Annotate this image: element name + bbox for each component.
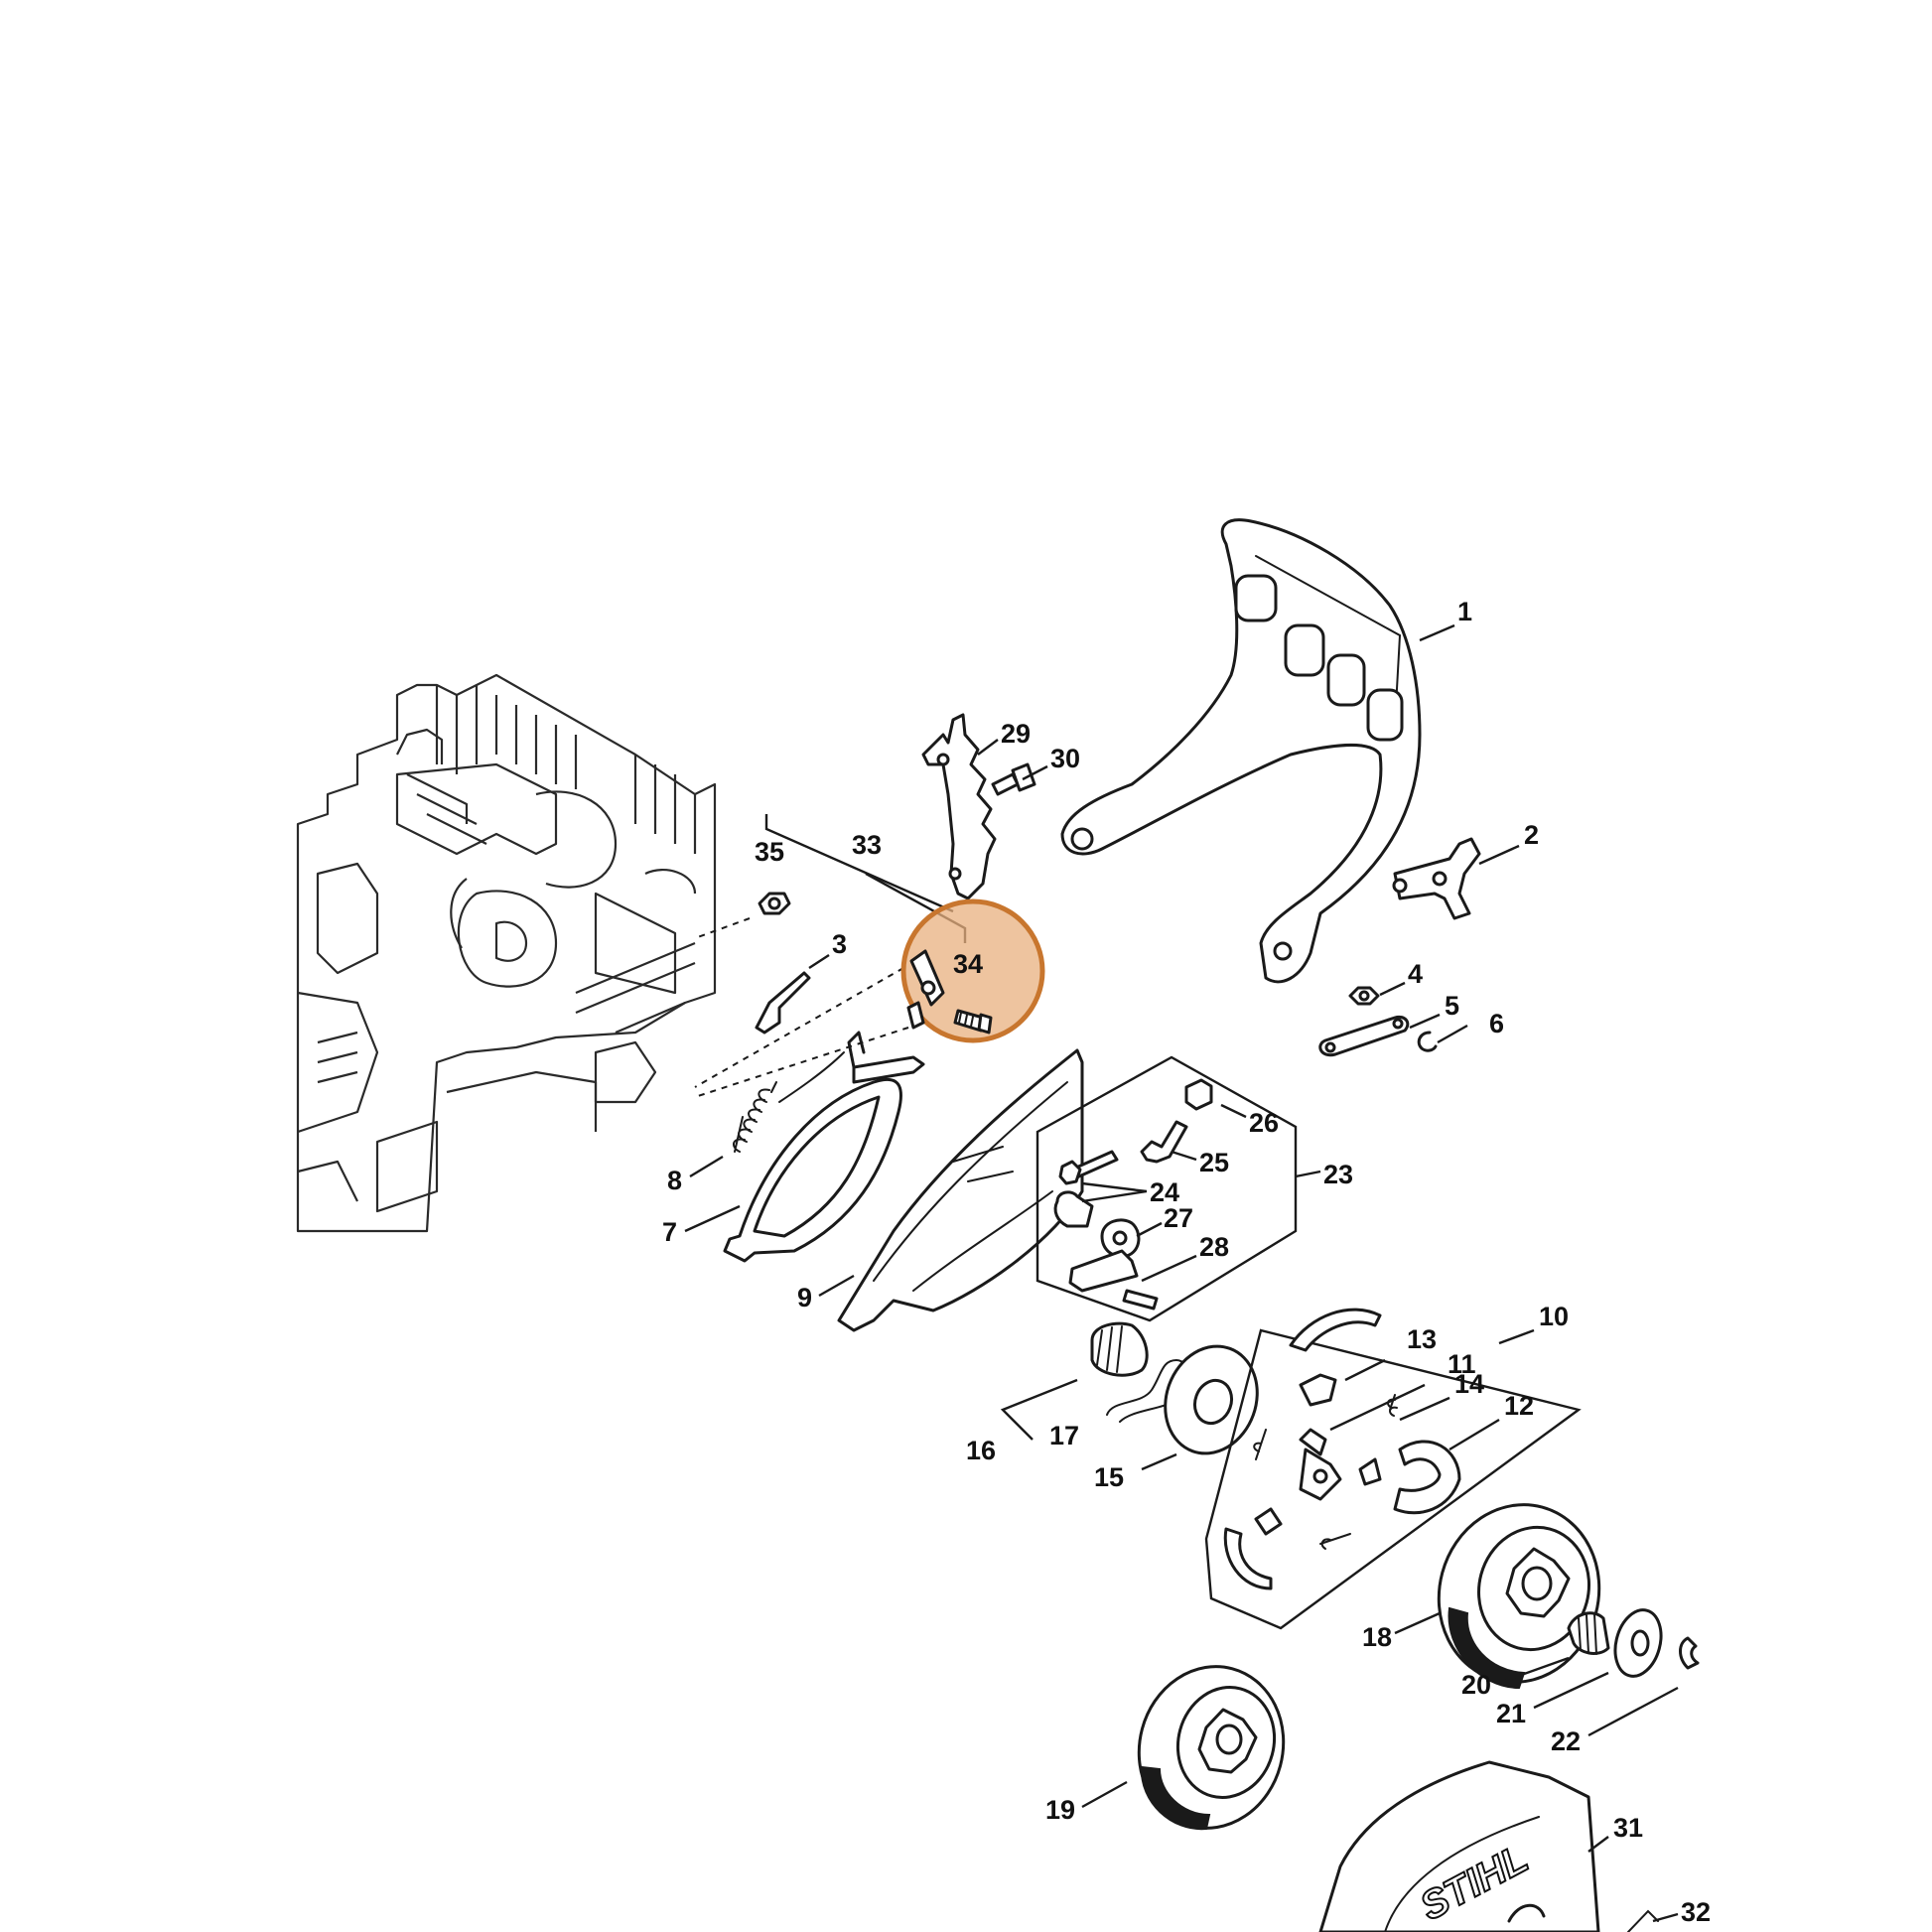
callout-21: 21 [1496, 1699, 1526, 1728]
hand-guard [1060, 518, 1422, 984]
brake-lever [1392, 837, 1481, 920]
brake-band [723, 1031, 925, 1263]
link-bar [1318, 1015, 1410, 1057]
callout-1: 1 [1457, 597, 1472, 626]
bracket-23 [1035, 1055, 1298, 1322]
callout-15: 15 [1094, 1462, 1124, 1492]
callout-7: 7 [662, 1217, 677, 1247]
sprocket-cover-31: STIHL [1318, 1760, 1600, 1932]
bracket-16 [1000, 1378, 1078, 1441]
part-34-screw [906, 949, 993, 1035]
callout-24: 24 [1150, 1177, 1179, 1207]
washer-15 [1164, 1344, 1259, 1455]
bracket-33 [764, 814, 954, 913]
highlight-circle [900, 898, 1045, 1043]
callout-25: 25 [1199, 1148, 1229, 1177]
callout-22: 22 [1551, 1726, 1581, 1756]
part-27-nut [1100, 1218, 1141, 1259]
nut-35 [758, 892, 791, 915]
callout-30: 30 [1050, 744, 1080, 773]
e-clip-small [1417, 1031, 1438, 1052]
callout-12: 12 [1504, 1391, 1534, 1421]
callout-28: 28 [1199, 1232, 1229, 1262]
part-32-edge [1627, 1909, 1659, 1932]
callout-17: 17 [1049, 1421, 1079, 1450]
callout-20: 20 [1461, 1670, 1491, 1700]
callout-4: 4 [1408, 959, 1423, 989]
callout-29: 29 [1001, 719, 1031, 749]
tension-spring [733, 1051, 845, 1153]
callout-27: 27 [1164, 1203, 1193, 1233]
callout-31: 31 [1613, 1813, 1643, 1843]
callout-26: 26 [1249, 1108, 1279, 1138]
callout-8: 8 [667, 1166, 682, 1195]
callout-5: 5 [1445, 991, 1459, 1021]
worm-gear [1090, 1321, 1149, 1377]
callout-35: 35 [755, 837, 784, 867]
callout-32: 32 [1681, 1897, 1711, 1927]
callout-34: 34 [953, 949, 983, 979]
callout-3: 3 [832, 929, 847, 959]
needle-bearing-20 [1567, 1611, 1610, 1655]
callout-6: 6 [1489, 1009, 1504, 1038]
callout-14: 14 [1454, 1369, 1484, 1399]
part-25-bracket [1140, 1120, 1188, 1164]
hex-nut [1348, 986, 1380, 1006]
screw-30 [991, 762, 1036, 796]
wire-spring [1106, 1358, 1188, 1423]
callout-9: 9 [797, 1283, 812, 1312]
callout-33: 33 [852, 830, 882, 860]
callout-11: 11 [1448, 1349, 1476, 1379]
dashed-guide-2 [694, 967, 904, 1088]
washer-21 [1613, 1608, 1663, 1678]
callout-10: 10 [1539, 1302, 1569, 1331]
callout-19: 19 [1045, 1795, 1075, 1825]
clutch-drum-19 [1137, 1665, 1286, 1831]
brake-lever-small [755, 971, 811, 1035]
callout-13: 13 [1407, 1324, 1437, 1354]
callout-23: 23 [1323, 1160, 1353, 1189]
bracket-10 [1204, 1328, 1582, 1630]
dashed-guide-1 [694, 917, 751, 939]
chain-catcher [921, 713, 997, 900]
clutch-parts [1223, 1373, 1461, 1590]
callout-16: 16 [966, 1436, 996, 1465]
part-28-pin [1068, 1249, 1159, 1311]
dashed-guide-3 [694, 1027, 909, 1098]
engine-housing [296, 673, 717, 1233]
clutch-drum-18 [1437, 1503, 1601, 1690]
clutch-shoe-13 [1289, 1308, 1382, 1352]
callout-18: 18 [1362, 1622, 1392, 1652]
callout-2: 2 [1524, 820, 1539, 850]
leader-lines [684, 623, 1679, 1923]
e-clip-22 [1679, 1636, 1700, 1670]
part-26-block [1184, 1078, 1213, 1111]
